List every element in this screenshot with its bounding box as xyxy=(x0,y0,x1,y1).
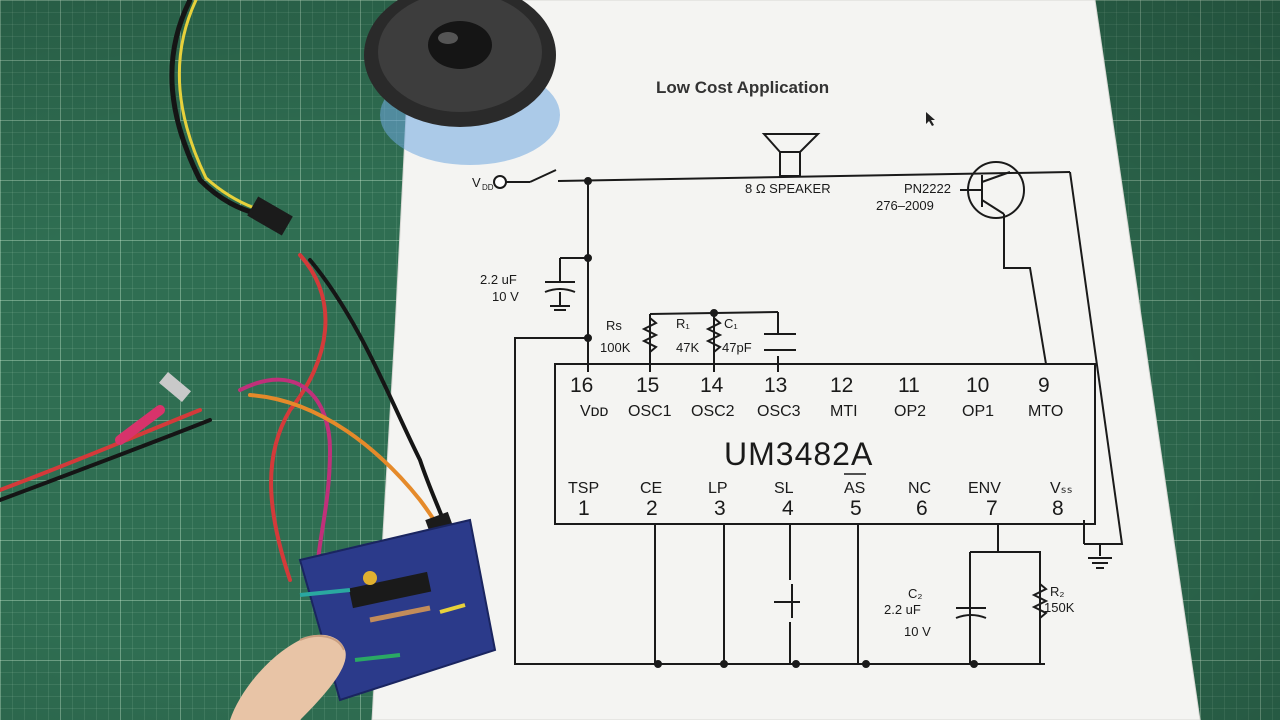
rs-value: 100K xyxy=(600,340,631,355)
c2-voltage: 10 V xyxy=(904,624,931,639)
pin-number: 2 xyxy=(646,497,658,520)
pin-label: OSC2 xyxy=(691,403,735,420)
pin-number: 13 xyxy=(764,374,787,397)
pointer-icon xyxy=(926,112,935,126)
pin-label: SL xyxy=(774,480,794,497)
pin-number: 8 xyxy=(1052,497,1064,520)
speaker xyxy=(364,0,560,165)
pin-number: 15 xyxy=(636,374,659,397)
pin-label: MTO xyxy=(1028,403,1063,420)
pin-number: 6 xyxy=(916,497,928,520)
cap-top-value: 2.2 uF xyxy=(480,272,517,287)
c2-value: 2.2 uF xyxy=(884,602,921,617)
pin-label: OP2 xyxy=(894,403,926,420)
finger xyxy=(230,634,346,720)
pin-number: 12 xyxy=(830,374,853,397)
pin-number: 7 xyxy=(986,497,998,520)
pin-label: ENV xyxy=(968,480,1001,497)
pin-label: OP1 xyxy=(962,403,994,420)
r2-label: R₂ xyxy=(1050,584,1064,599)
pin-label: OSC1 xyxy=(628,403,672,420)
pin-number: 5 xyxy=(850,497,862,520)
bottom-pins: TSP 1 CE 2 LP 3 SL 4 AS 5 NC 6 ENV 7 Vₛₛ… xyxy=(568,473,1073,520)
pin-label: OSC3 xyxy=(757,403,801,420)
r1-value: 47K xyxy=(676,340,699,355)
c1-value: 47pF xyxy=(722,340,752,355)
pin-number: 10 xyxy=(966,374,989,397)
pin-label: LP xyxy=(708,480,728,497)
pin-number: 1 xyxy=(578,497,590,520)
pin-label: CE xyxy=(640,480,662,497)
transistor-part: PN2222 xyxy=(904,181,951,196)
pin-label: MTI xyxy=(830,403,858,420)
chip-name: UM3482A xyxy=(724,436,873,472)
rs-label: Rs xyxy=(606,318,622,333)
pin-label: AS xyxy=(844,480,865,497)
pin-number: 9 xyxy=(1038,374,1050,397)
vdd-label: V xyxy=(472,175,481,190)
pin-number: 4 xyxy=(782,497,794,520)
schematic-title: Low Cost Application xyxy=(656,78,829,97)
r2-value: 150K xyxy=(1044,600,1075,615)
schematic-wires xyxy=(493,133,1124,668)
r1-label: R₁ xyxy=(676,316,690,331)
pin-label: Vₛₛ xyxy=(1050,480,1073,497)
pin-number: 14 xyxy=(700,374,724,397)
pin-label: NC xyxy=(908,480,931,497)
top-pins: 16 Vᴅᴅ 15 OSC1 14 OSC2 13 OSC3 12 MTI 11… xyxy=(570,374,1063,420)
c1-label: C₁ xyxy=(724,316,738,331)
pin-number: 16 xyxy=(570,374,593,397)
pin-label: Vᴅᴅ xyxy=(580,403,608,420)
c2-label: C₂ xyxy=(908,586,922,601)
pin-number: 3 xyxy=(714,497,726,520)
transistor-number: 276–2009 xyxy=(876,198,934,213)
speaker-label: 8 Ω SPEAKER xyxy=(745,181,831,196)
pin-label: TSP xyxy=(568,480,599,497)
vdd-sub: DD xyxy=(482,183,494,192)
cap-top-voltage: 10 V xyxy=(492,289,519,304)
pin-number: 11 xyxy=(898,374,920,397)
